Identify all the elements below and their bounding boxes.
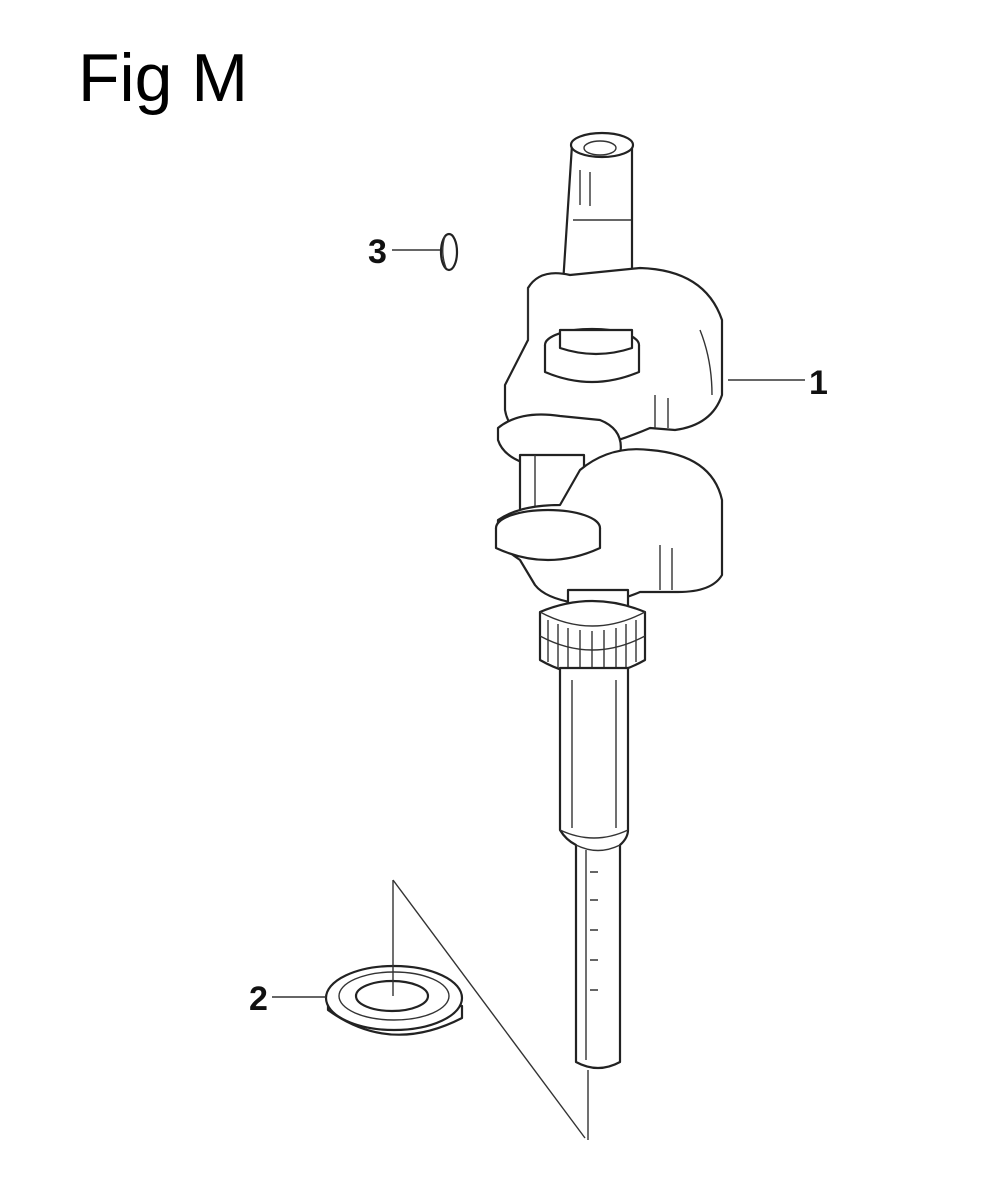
leader-lines <box>272 249 805 998</box>
oil-seal-drawing <box>324 964 464 1036</box>
crankshaft-drawing <box>494 131 724 1070</box>
key-drawing <box>439 232 459 272</box>
callout-2: 2 <box>249 980 268 1018</box>
assembly-lines <box>392 879 589 1140</box>
callout-1: 1 <box>809 364 828 402</box>
figure-title: Fig M <box>78 40 248 116</box>
callout-3: 3 <box>368 233 387 271</box>
